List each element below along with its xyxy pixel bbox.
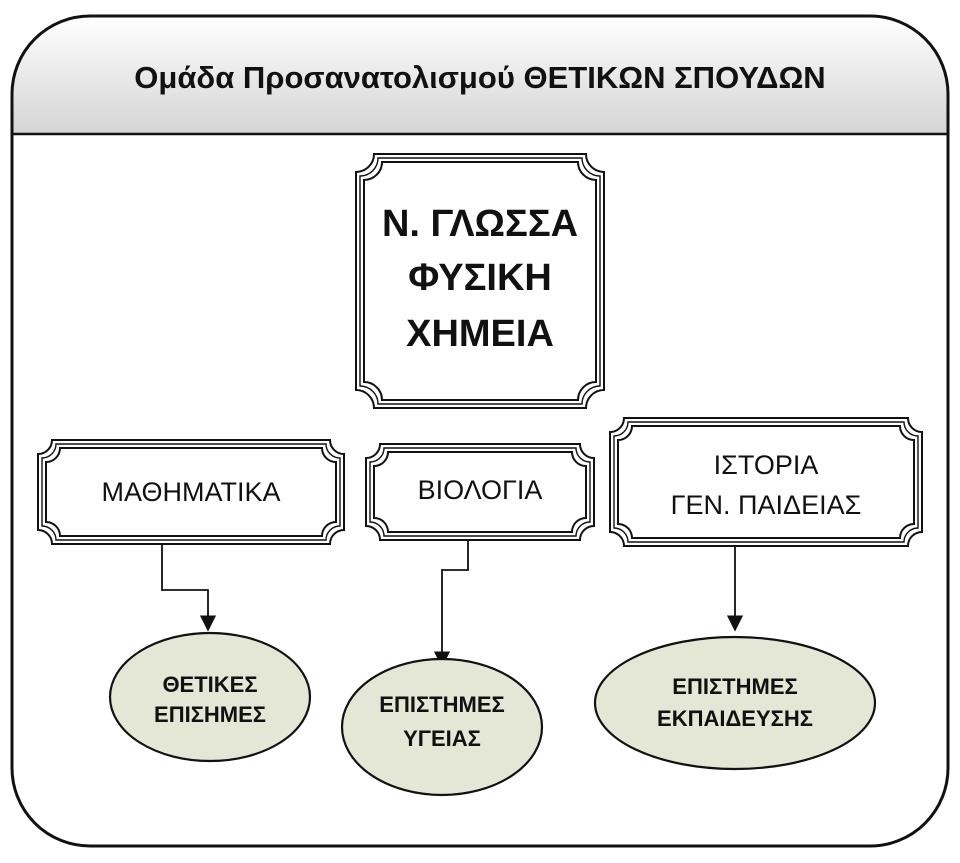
frame-line-3	[363, 161, 597, 401]
frame-line-3	[373, 451, 587, 533]
core-subject-line-3: ΧΗΜΕΙΑ	[406, 313, 554, 355]
field-sciences-ellipse	[108, 631, 312, 763]
elective-biology-border	[365, 443, 595, 541]
core-subjects-frame: Ν. ΓΛΩΣΣΑ ΦΥΣΙΚΗ ΧΗΜΕΙΑ	[355, 153, 605, 409]
frame-background	[356, 154, 604, 408]
field-sciences-line-1: ΘΕΤΙΚΕΣ	[162, 672, 257, 697]
elective-mathematics-frame: ΜΑΘΗΜΑΤΙΚΑ	[37, 439, 345, 545]
connectors	[161, 540, 744, 668]
frame-line-2	[359, 157, 601, 405]
connector-mathematics-to-sciences	[161, 545, 217, 632]
core-subject-line-2: ΦΥΣΙΚΗ	[408, 257, 552, 299]
frame-line-2	[369, 447, 591, 537]
frame-line-3	[617, 425, 915, 539]
elective-history-label-line-1: ΙΣΤΟΡΙΑ	[714, 450, 819, 480]
panel-title: Ομάδα Προσανατολισμού ΘΕΤΙΚΩΝ ΣΠΟΥΔΩΝ	[134, 60, 825, 95]
field-education-line-2: ΕΚΠΑΙΔΕΥΣΗΣ	[657, 706, 813, 731]
panel-header-band	[12, 16, 948, 134]
frame-line-2	[41, 443, 341, 541]
core-subjects-border	[355, 153, 605, 409]
connector-biology-to-health	[433, 540, 469, 668]
frame-line-1	[37, 439, 345, 545]
field-education-ellipse	[593, 635, 877, 771]
field-health-ellipse	[340, 657, 544, 797]
field-education: ΕΠΙΣΤΗΜΕΣ ΕΚΠΑΙΔΕΥΣΗΣ	[593, 635, 877, 771]
elective-mathematics-label: ΜΑΘΗΜΑΤΙΚΑ	[102, 477, 281, 507]
elective-history-label-line-2: ΓΕΝ. ΠΑΙΔΕΙΑΣ	[671, 490, 862, 520]
frame-line-1	[355, 153, 605, 409]
frame-background	[610, 418, 922, 546]
field-health-line-2: ΥΓΕΙΑΣ	[403, 726, 481, 751]
orientation-group-panel: Ομάδα Προσανατολισμού ΘΕΤΙΚΩΝ ΣΠΟΥΔΩΝ	[10, 14, 950, 848]
panel-border	[10, 14, 950, 848]
frame-line-3	[45, 447, 337, 537]
field-health: ΕΠΙΣΤΗΜΕΣ ΥΓΕΙΑΣ	[340, 657, 544, 797]
frame-line-1	[365, 443, 595, 541]
frame-background	[38, 440, 344, 544]
elective-mathematics-border	[37, 439, 345, 545]
field-sciences: ΘΕΤΙΚΕΣ ΕΠΙΣΗΜΕΣ	[108, 631, 312, 763]
elective-biology-frame: ΒΙΟΛΟΓΙΑ	[365, 443, 595, 541]
frame-line-1	[609, 417, 923, 547]
field-health-line-1: ΕΠΙΣΤΗΜΕΣ	[379, 692, 504, 717]
field-education-line-1: ΕΠΙΣΤΗΜΕΣ	[672, 674, 797, 699]
elective-history-border	[609, 417, 923, 547]
elective-history-frame: ΙΣΤΟΡΙΑ ΓΕΝ. ΠΑΙΔΕΙΑΣ	[609, 417, 923, 547]
core-subject-line-1: Ν. ΓΛΩΣΣΑ	[382, 203, 578, 245]
elective-biology-label: ΒΙΟΛΟΓΙΑ	[418, 475, 543, 505]
frame-line-2	[613, 421, 919, 543]
frame-background	[366, 444, 594, 540]
field-sciences-line-2: ΕΠΙΣΗΜΕΣ	[154, 702, 266, 727]
